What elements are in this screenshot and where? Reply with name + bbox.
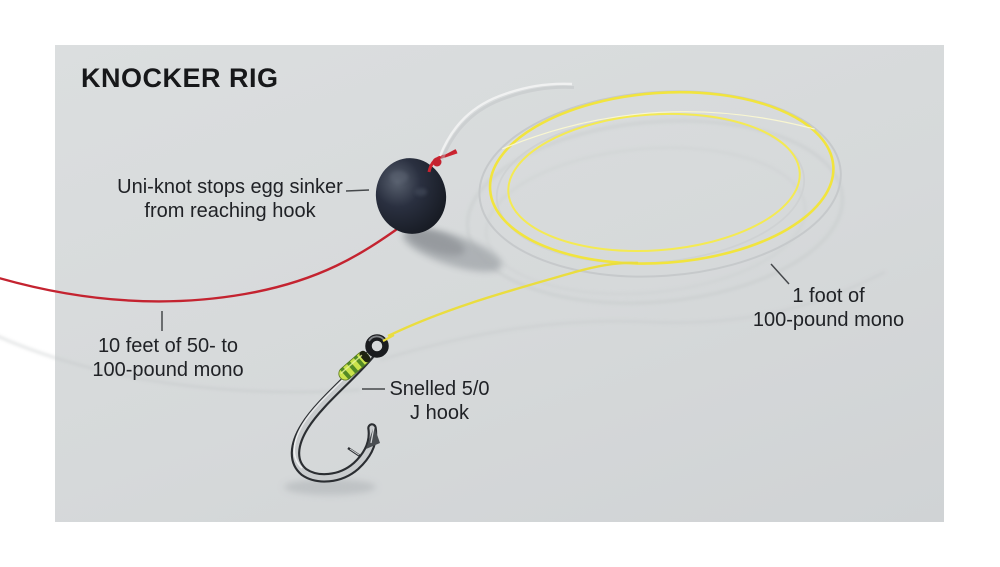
label-leader-line2: 100-pound mono <box>752 309 905 332</box>
callout-pointers <box>161 189 790 390</box>
label-main-line-line2: 100-pound mono <box>92 359 244 382</box>
label-uni-knot: Uni-knot stops egg sinker from reaching … <box>105 175 355 224</box>
coiled-yellow-leader <box>478 90 842 278</box>
snelled-j-hook <box>290 350 380 483</box>
sinker-shadow <box>402 228 502 272</box>
label-uni-knot-line1: Uni-knot stops egg sinker <box>117 176 343 198</box>
uni-knot-stopper <box>427 149 458 173</box>
hook-shadow <box>284 479 376 495</box>
pointer-uni-knot <box>345 189 370 192</box>
label-hook-line2: J hook <box>410 402 469 425</box>
yellow-line-to-hook <box>387 261 639 338</box>
label-main-line: 10 feet of 50- to 100-pound mono <box>78 334 258 383</box>
white-line-to-coil <box>438 82 575 161</box>
label-hook: Snelled 5/0 J hook <box>372 377 507 426</box>
red-main-line <box>0 226 401 303</box>
label-leader: 1 foot of 100-pound mono <box>736 284 921 333</box>
label-hook-line1: Snelled 5/0 <box>389 378 490 400</box>
label-leader-line1: 1 foot of <box>792 285 865 307</box>
line-shadows <box>0 119 886 394</box>
label-main-line-line1: 10 feet of 50- to <box>97 335 239 357</box>
egg-sinker <box>375 158 447 234</box>
label-uni-knot-line2: from reaching hook <box>144 200 316 223</box>
hook-eye <box>365 334 395 358</box>
pointer-leader <box>770 263 790 285</box>
snell-wrap <box>338 350 371 381</box>
diagram-title: KNOCKER RIG <box>81 63 279 93</box>
hook-point <box>366 426 380 449</box>
